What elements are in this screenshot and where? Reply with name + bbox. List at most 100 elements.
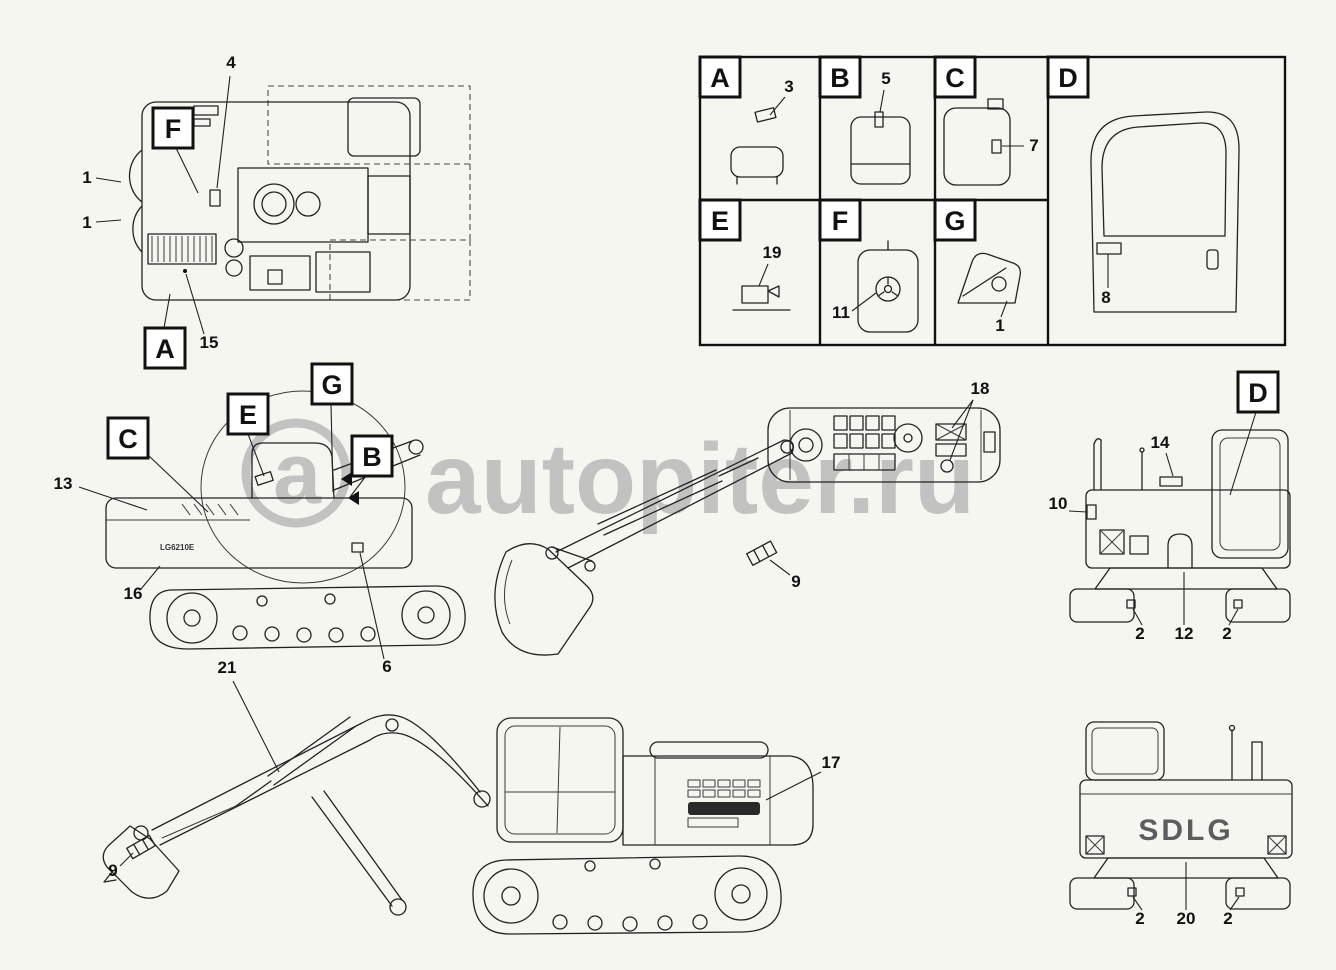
decal-4-location xyxy=(209,189,221,207)
cell-f-letter-box xyxy=(818,198,862,242)
decal-9-location xyxy=(746,540,778,566)
cell-b-letter: B xyxy=(830,63,850,93)
cell-a-linework xyxy=(730,96,786,185)
cell-c-letter-box xyxy=(933,55,977,99)
watermark: a autopiter.ru xyxy=(241,418,975,535)
decal-e-location xyxy=(254,471,274,486)
part-number-2-left: 2 xyxy=(1135,624,1144,643)
cell-f-letter: F xyxy=(832,206,849,236)
rear-view-lower: SDLG 2 20 2 xyxy=(1069,721,1293,928)
part-number-13: 13 xyxy=(54,474,73,493)
cell-g-linework xyxy=(957,252,1021,318)
part-number-2-right: 2 xyxy=(1222,624,1231,643)
cell-b-letter-box xyxy=(818,55,862,99)
callout-box-b xyxy=(350,434,394,478)
callout-letter-f: F xyxy=(165,114,182,144)
watermark-text: autopiter.ru xyxy=(425,423,975,535)
callout-letter-a: A xyxy=(155,334,175,364)
grid-cell-d: D 8 xyxy=(1046,55,1240,313)
deck-top-view: F 4 1 1 A 15 xyxy=(82,53,471,370)
callout-box-f xyxy=(151,106,195,150)
brand-decal-text: SDLG xyxy=(1138,814,1233,847)
part-number-6: 6 xyxy=(382,657,391,676)
cell-f-linework xyxy=(851,240,919,333)
cell-b-linework xyxy=(850,89,911,185)
callout-box-e xyxy=(226,392,270,436)
arrow-marker xyxy=(348,491,359,505)
grid-cell-a: A 3 xyxy=(698,55,794,185)
grid-cell-c: C 7 xyxy=(933,55,1039,186)
callout-box-g xyxy=(310,362,354,406)
part-number-16: 16 xyxy=(124,584,143,603)
part-number-2-right-lower: 2 xyxy=(1223,909,1232,928)
part-number-4: 4 xyxy=(226,53,236,72)
rear-upper-linework xyxy=(1069,429,1291,623)
cell-g-part-number: 1 xyxy=(995,316,1004,335)
machine-linework xyxy=(102,714,814,916)
part-number-12: 12 xyxy=(1175,624,1194,643)
cell-a-letter-box xyxy=(698,55,742,99)
cell-b-part-number: 5 xyxy=(881,69,890,88)
cell-e-letter: E xyxy=(711,206,729,236)
watermark-logo-circle xyxy=(241,418,351,528)
cell-g-letter-box xyxy=(933,198,977,242)
cell-a-letter: A xyxy=(710,63,730,93)
callout-letter-d: D xyxy=(1248,378,1268,408)
callout-letter-e: E xyxy=(239,400,257,430)
part-number-21: 21 xyxy=(218,658,237,677)
arrow-marker xyxy=(341,472,352,486)
part-number-20: 20 xyxy=(1177,909,1196,928)
part-number-18: 18 xyxy=(971,379,990,398)
cab-door-drawing xyxy=(1090,111,1240,313)
part-number-17: 17 xyxy=(822,753,841,772)
part-number-10: 10 xyxy=(1049,494,1068,513)
part-number-1-lower: 1 xyxy=(82,213,91,232)
decal-9-location-side xyxy=(126,834,156,860)
side-view-tracks xyxy=(149,585,466,650)
cell-c-part-number: 7 xyxy=(1029,136,1038,155)
callout-letter-b: B xyxy=(362,442,382,472)
rear-view-upper: D 14 10 2 12 2 xyxy=(1049,370,1291,643)
engine-deck-top-view: 18 xyxy=(767,379,1001,483)
grid-cell-b: B 5 xyxy=(818,55,911,185)
model-decal-text: LG6210E xyxy=(160,543,195,552)
cell-f-part-number: 11 xyxy=(832,303,850,322)
part-number-2-left-lower: 2 xyxy=(1135,909,1144,928)
arm-assembly-view: 9 xyxy=(494,439,801,656)
upper-structure-side-view: LG6210E C E G B 13 16 6 xyxy=(54,362,466,676)
arm-linework xyxy=(494,439,795,656)
part-number-9-side: 9 xyxy=(108,861,117,880)
cell-e-part-number: 19 xyxy=(763,243,782,262)
detail-grid-frame xyxy=(698,55,1287,347)
engine-deck-linework xyxy=(767,407,1001,483)
cell-a-part-number: 3 xyxy=(784,77,793,96)
side-view-linework xyxy=(105,390,424,584)
detail-grid: A 3 B 5 C 7 xyxy=(698,55,1287,347)
decal-6-location xyxy=(351,542,364,553)
grid-cell-e: E 19 xyxy=(698,198,791,311)
callout-box-d xyxy=(1236,370,1280,414)
callout-letter-c: C xyxy=(118,424,138,454)
decal-10-location xyxy=(1086,504,1097,520)
cell-c-letter: C xyxy=(945,63,965,93)
cell-e-letter-box xyxy=(698,198,742,242)
cell-e-linework xyxy=(732,263,791,311)
part-number-9: 9 xyxy=(791,572,800,591)
callout-letter-g: G xyxy=(321,370,342,400)
part-number-14: 14 xyxy=(1151,433,1170,452)
part-number-1-upper: 1 xyxy=(82,168,91,187)
deck-linework xyxy=(128,85,471,301)
machine-tracks xyxy=(472,855,782,935)
watermark-logo-letter: a xyxy=(273,426,322,522)
cell-d-letter: D xyxy=(1058,63,1078,93)
machine-side-view: 21 17 9 xyxy=(102,658,841,935)
callout-box-a xyxy=(143,326,187,370)
rear-lower-linework xyxy=(1069,721,1293,910)
callout-box-c xyxy=(106,416,150,460)
cell-c-linework xyxy=(943,98,1024,186)
cell-g-letter: G xyxy=(944,206,965,236)
cell-d-letter-box xyxy=(1046,55,1090,99)
cell-d-part-number: 8 xyxy=(1101,288,1110,307)
